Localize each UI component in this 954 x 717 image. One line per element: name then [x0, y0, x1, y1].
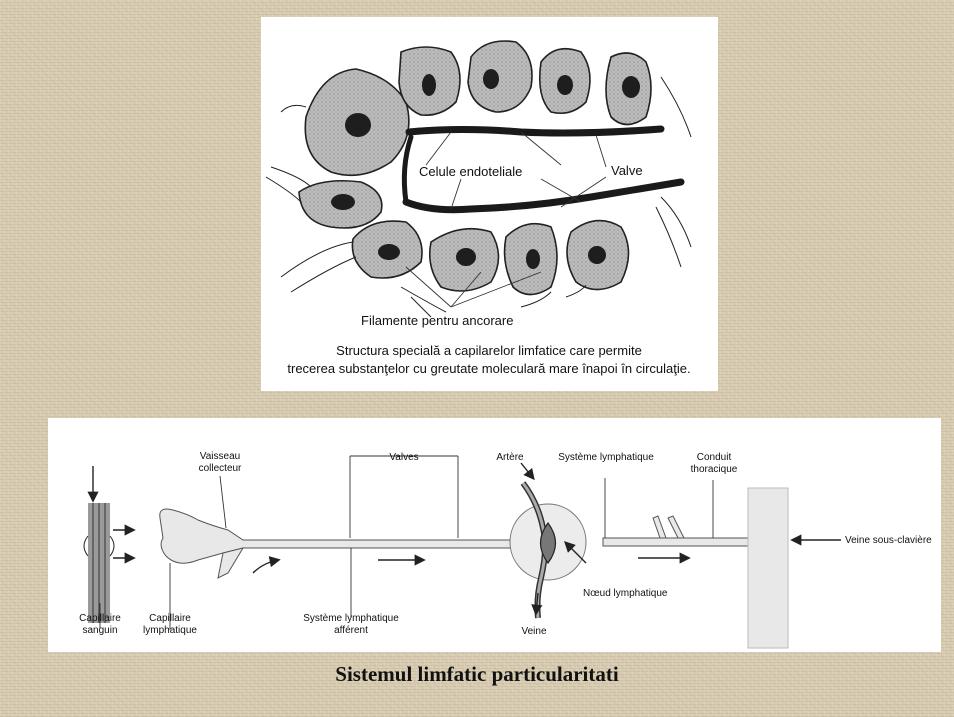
nucleus — [483, 69, 499, 89]
nucleus — [588, 246, 606, 264]
label-valve: Valve — [611, 163, 643, 178]
nucleus — [331, 194, 355, 210]
label-systeme-lymphatique: Système lymphatique — [558, 452, 654, 463]
lymph-capillary-drawing: Celule endoteliale Valve Filamente pentr… — [261, 17, 718, 391]
label-cap-lymph-2: lymphatique — [143, 625, 197, 636]
blood-capillary — [84, 503, 114, 623]
cell — [468, 41, 532, 112]
label-veine: Veine — [521, 626, 546, 637]
label-valves: Valves — [389, 452, 418, 463]
label-anchoring-filaments: Filamente pentru ancorare — [361, 313, 513, 328]
label-cap-lymph-1: Capillaire — [149, 613, 191, 624]
label-cap-sanguin-1: Capillaire — [79, 613, 121, 624]
caption-line-2: trecerea substanţelor cu greutate molecu… — [287, 361, 690, 376]
nucleus — [422, 74, 436, 96]
label-endothelial-cells: Celule endoteliale — [419, 164, 522, 179]
label-afferent-1: Système lymphatique — [303, 613, 399, 624]
lymphatic-system-diagram: Vaisseau collecteur Valves Artère Systèm… — [48, 418, 941, 652]
label-vaisseau-1: Vaisseau — [200, 451, 240, 462]
label-afferent-2: afférent — [334, 625, 368, 636]
nucleus — [345, 113, 371, 137]
nucleus — [456, 248, 476, 266]
lymph-node — [510, 483, 586, 618]
caption-line-1: Structura specială a capilarelor limfati… — [336, 343, 642, 358]
label-cap-sanguin-2: sanguin — [82, 625, 117, 636]
label-conduit-2: thoracique — [691, 464, 738, 475]
slide-title: Sistemul limfatic particularitati — [0, 662, 954, 687]
nucleus — [378, 244, 400, 260]
lymph-capillary-diagram: Celule endoteliale Valve Filamente pentr… — [261, 17, 718, 391]
label-noeud-lymphatique: Nœud lymphatique — [583, 588, 668, 599]
label-artere: Artère — [496, 452, 524, 463]
label-veine-sous-claviere: Veine sous-clavière — [845, 535, 932, 546]
nucleus — [557, 75, 573, 95]
lymphatic-system-drawing: Vaisseau collecteur Valves Artère Systèm… — [48, 418, 941, 652]
label-conduit-1: Conduit — [697, 452, 732, 463]
nucleus — [622, 76, 640, 98]
nucleus — [526, 249, 540, 269]
lymphatic-vessel — [160, 488, 788, 648]
label-vaisseau-2: collecteur — [199, 463, 242, 474]
